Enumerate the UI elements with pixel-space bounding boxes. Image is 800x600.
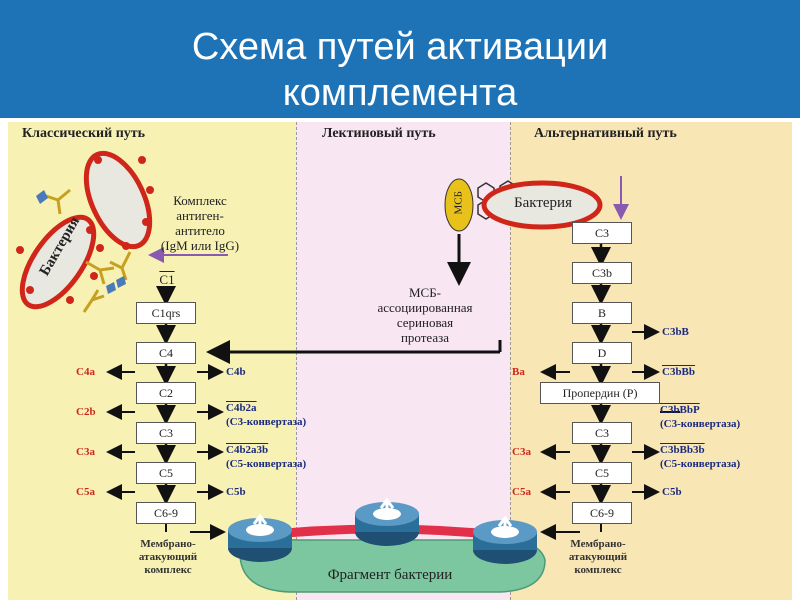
product-c3bbbp: C3bBbP	[660, 404, 700, 416]
product-ba: Ba	[512, 366, 525, 378]
alt-box-c6-9: C6-9	[572, 502, 632, 524]
c1-label: C1	[159, 272, 175, 287]
alt-box-c3-second: C3	[572, 422, 632, 444]
alt-box-c5: C5	[572, 462, 632, 484]
product-c5b-alt: C5b	[662, 486, 682, 498]
mac-line: комплекс	[574, 564, 622, 576]
antibody-tips	[36, 190, 126, 294]
product-c5a-alt: C5a	[512, 486, 531, 498]
antigen-antibody-complex-text: Комплекс антиген- антитело (IgM или IgG)	[140, 193, 260, 253]
classical-box-c5: C5	[136, 462, 196, 484]
classical-box-c3: C3	[136, 422, 196, 444]
c3-convertase-classical: (C3-конвертаза)	[226, 416, 307, 428]
panel-divider	[296, 122, 297, 600]
mac-pore-middle	[355, 497, 419, 546]
alt-box-b: B	[572, 302, 632, 324]
antibody-shapes	[45, 188, 132, 313]
product-c5a: C5a	[76, 486, 95, 498]
classical-box-c1qrs: C1qrs	[136, 302, 196, 324]
alt-bacterium-label: Бактерия	[513, 195, 572, 211]
product-c3bbb: C3bBb	[662, 366, 696, 378]
title-line-2: комплемента	[282, 72, 518, 114]
classical-box-c2: C2	[136, 382, 196, 404]
product-c3a-alt: C3a	[512, 446, 531, 458]
mac-line: комплекс	[144, 564, 192, 576]
mac-line: атакующий	[138, 551, 198, 563]
c3-convertase-alt: (C3-конвертаза)	[660, 418, 741, 430]
product-c4a: C4a	[76, 366, 95, 378]
msb-protease-text: МСБ- ассоциированная сериновая протеаза	[340, 285, 510, 345]
msb-oval	[444, 178, 474, 232]
complex-line: антиген-	[176, 208, 224, 223]
bacterium-lower	[19, 214, 97, 310]
mac-pore-left	[228, 513, 292, 562]
alternative-pathway-title: Альтернативный путь	[534, 126, 677, 141]
complex-line: (IgM или IgG)	[160, 238, 240, 253]
protease-line: ассоциированная	[377, 300, 473, 315]
product-c3bbb3b: C3bBb3b	[660, 444, 705, 456]
product-c4b: C4b	[226, 366, 246, 378]
mac-line: Мембрано-	[140, 538, 196, 550]
complex-line: Комплекс	[173, 193, 227, 208]
antigen-dots	[16, 156, 154, 304]
protease-line: МСБ-	[408, 285, 442, 300]
classical-pathway-title: Классический путь	[22, 126, 146, 141]
slide-header	[0, 0, 800, 118]
mac-line: атакующий	[568, 551, 628, 563]
product-c5b-classical: C5b	[226, 486, 246, 498]
msb-label: МСБ	[452, 191, 465, 215]
product-c3a: C3a	[76, 446, 95, 458]
product-c3bb: C3bB	[662, 326, 689, 338]
product-c4b2a: C4b2a	[226, 402, 257, 414]
bacterial-fragment-label: Фрагмент бактерии	[327, 567, 453, 583]
alt-box-c3b: C3b	[572, 262, 632, 284]
alt-bacterium	[481, 180, 603, 230]
classical-box-c4: C4	[136, 342, 196, 364]
c5-convertase-alt: (C5-конвертаза)	[660, 458, 741, 470]
product-c4b2a3b: C4b2a3b	[226, 444, 269, 456]
bacterium-upper	[83, 150, 153, 250]
panel-divider	[510, 122, 511, 600]
protease-line: сериновая	[396, 315, 454, 330]
c5-convertase-classical: (C5-конвертаза)	[226, 458, 307, 470]
alt-box-d: D	[572, 342, 632, 364]
protease-line: протеаза	[400, 330, 450, 345]
complex-line: антитело	[175, 223, 225, 238]
alt-box-properdin: Пропердин (P)	[540, 382, 660, 404]
alt-box-c3: C3	[572, 222, 632, 244]
title-line-1: Схема путей активации	[191, 26, 609, 68]
lectin-pathway-title: Лектиновый путь	[322, 126, 436, 141]
slide-title: Схема путей активации комплемента	[0, 24, 800, 116]
mac-label-alt: Мембрано- атакующий комплекс	[548, 538, 648, 577]
mac-label-classical: Мембрано- атакующий комплекс	[118, 538, 218, 577]
mac-line: Мембрано-	[570, 538, 626, 550]
mac-pore-right	[473, 515, 537, 564]
product-c2b: C2b	[76, 406, 96, 418]
classical-box-c6-9: C6-9	[136, 502, 196, 524]
